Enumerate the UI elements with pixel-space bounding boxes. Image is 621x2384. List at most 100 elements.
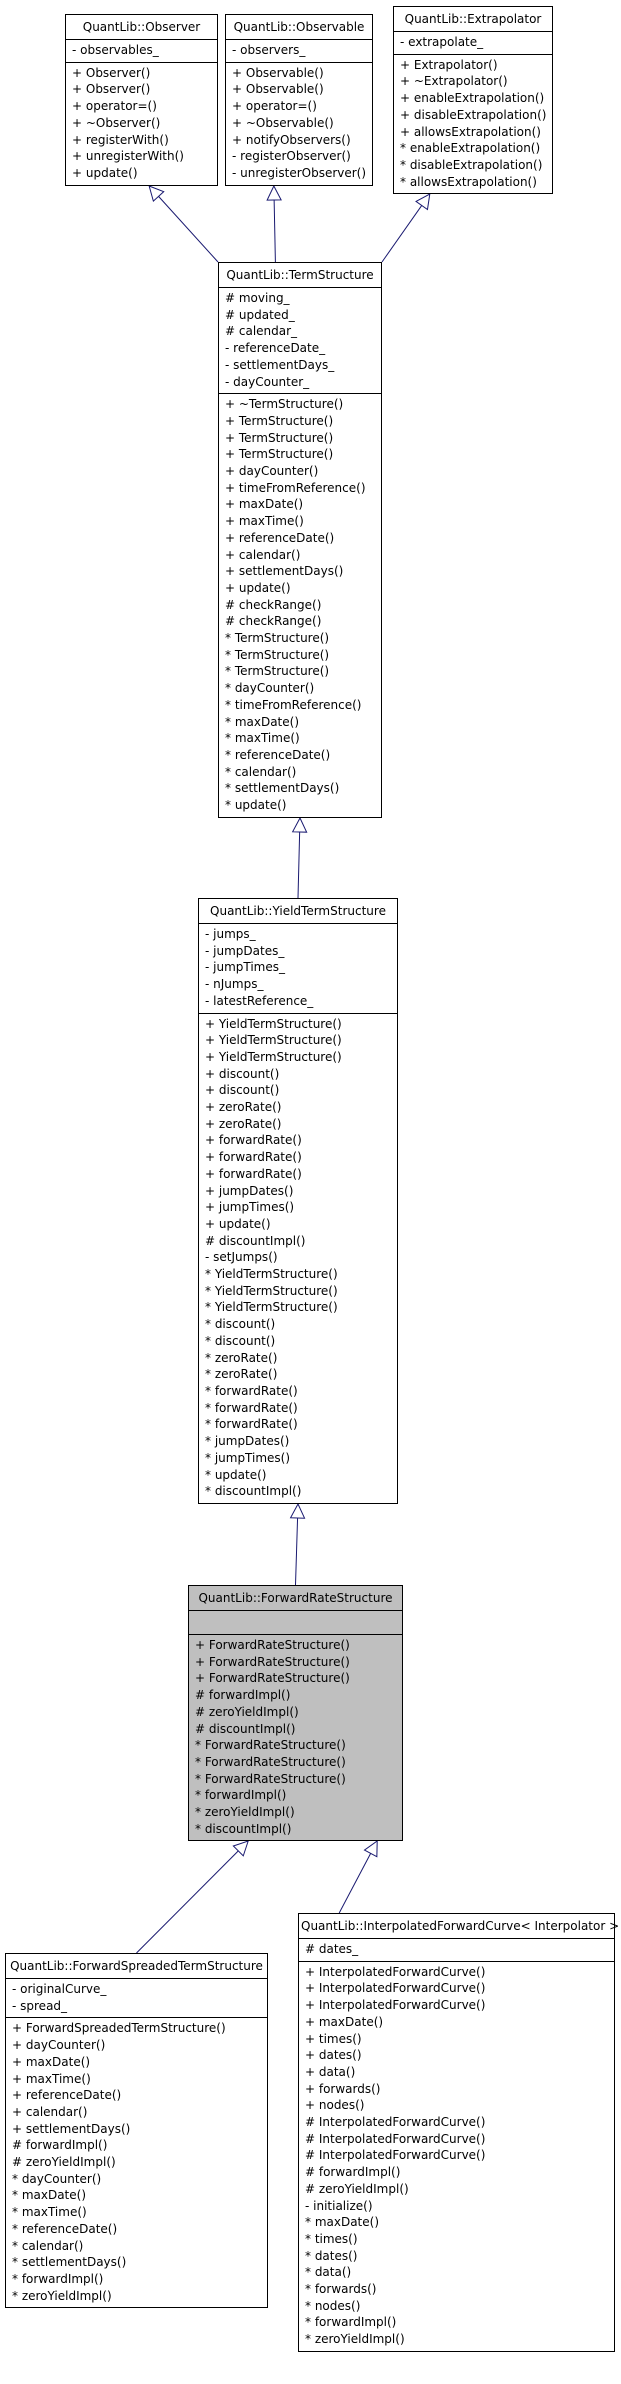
method-item[interactable]: * dayCounter()	[12, 2171, 102, 2186]
method-item[interactable]: * TermStructure()	[225, 631, 330, 646]
method-item[interactable]: * update()	[225, 798, 287, 813]
method-item[interactable]: + YieldTermStructure()	[205, 1033, 342, 1048]
attribute-item[interactable]: # dates_	[305, 1942, 359, 1956]
class-name[interactable]: QuantLib::Observer	[82, 20, 201, 34]
method-item[interactable]: # InterpolatedForwardCurve()	[305, 2115, 486, 2130]
method-item[interactable]: + ForwardRateStructure()	[195, 1671, 350, 1686]
method-item[interactable]: * settlementDays()	[225, 781, 340, 796]
method-item[interactable]: + forwardRate()	[205, 1133, 302, 1148]
method-item[interactable]: + TermStructure()	[225, 413, 334, 428]
method-item[interactable]: + registerWith()	[72, 132, 169, 147]
method-item[interactable]: + calendar()	[12, 2104, 88, 2119]
method-item[interactable]: * forwardRate()	[205, 1400, 298, 1415]
method-item[interactable]: * maxDate()	[305, 2215, 380, 2230]
method-item[interactable]: * forwards()	[305, 2282, 377, 2297]
method-item[interactable]: + ForwardRateStructure()	[195, 1638, 350, 1652]
method-item[interactable]: # zeroYieldImpl()	[305, 2181, 409, 2196]
method-item[interactable]: + YieldTermStructure()	[205, 1049, 342, 1064]
method-item[interactable]: + operator=()	[72, 99, 157, 114]
method-item[interactable]: - unregisterObserver()	[232, 165, 367, 180]
method-item[interactable]: # discountImpl()	[195, 1721, 296, 1736]
class-forward-rate-structure[interactable]: QuantLib::ForwardRateStructure+ ForwardR…	[188, 1585, 403, 1842]
method-item[interactable]: * settlementDays()	[12, 2255, 127, 2270]
method-item[interactable]: * YieldTermStructure()	[205, 1300, 338, 1315]
attribute-item[interactable]: # calendar_	[225, 324, 298, 339]
method-item[interactable]: + dayCounter()	[225, 464, 319, 479]
method-item[interactable]: + dates()	[305, 2048, 362, 2063]
method-item[interactable]: + calendar()	[225, 547, 301, 562]
method-item[interactable]: * dayCounter()	[225, 681, 315, 696]
method-item[interactable]: + update()	[72, 165, 138, 180]
method-item[interactable]: + InterpolatedForwardCurve()	[305, 1981, 486, 1996]
method-item[interactable]: + Observer()	[72, 65, 151, 80]
method-item[interactable]: # forwardImpl()	[305, 2165, 401, 2180]
method-item[interactable]: + discount()	[205, 1066, 280, 1081]
method-item[interactable]: # checkRange()	[225, 614, 322, 629]
method-item[interactable]: + update()	[225, 580, 291, 595]
class-forward-spreaded-term-structure[interactable]: QuantLib::ForwardSpreadedTermStructure- …	[5, 1953, 268, 2309]
attribute-item[interactable]: - jumps_	[205, 927, 256, 941]
class-name[interactable]: QuantLib::TermStructure	[226, 268, 374, 282]
method-item[interactable]: * TermStructure()	[225, 664, 330, 679]
method-item[interactable]: * maxTime()	[12, 2205, 87, 2220]
method-item[interactable]: * discountImpl()	[195, 1821, 292, 1836]
method-item[interactable]: + maxDate()	[225, 497, 304, 512]
attribute-item[interactable]: - jumpDates_	[205, 943, 285, 958]
method-item[interactable]: - registerObserver()	[232, 149, 351, 164]
class-name[interactable]: QuantLib::YieldTermStructure	[210, 904, 386, 918]
class-name[interactable]: QuantLib::ForwardRateStructure	[198, 1591, 393, 1605]
method-item[interactable]: + discount()	[205, 1083, 280, 1098]
method-item[interactable]: * zeroYieldImpl()	[195, 1805, 295, 1820]
method-item[interactable]: * forwardRate()	[205, 1383, 298, 1398]
method-item[interactable]: * timeFromReference()	[225, 697, 362, 712]
method-item[interactable]: * jumpDates()	[205, 1434, 290, 1449]
method-item[interactable]: * disableExtrapolation()	[400, 157, 543, 172]
method-item[interactable]: + forwardRate()	[205, 1150, 302, 1165]
class-name[interactable]: QuantLib::InterpolatedForwardCurve< Inte…	[301, 1919, 620, 1933]
attribute-item[interactable]: - spread_	[12, 1998, 68, 2013]
method-item[interactable]: * dates()	[305, 2248, 358, 2263]
method-item[interactable]: + ~Extrapolator()	[400, 74, 508, 89]
class-term-structure[interactable]: QuantLib::TermStructure# moving_# update…	[218, 262, 382, 818]
attribute-item[interactable]: - referenceDate_	[225, 341, 326, 356]
attribute-item[interactable]: - jumpTimes_	[205, 960, 286, 975]
method-item[interactable]: # forwardImpl()	[12, 2138, 108, 2153]
method-item[interactable]: + update()	[205, 1216, 271, 1231]
method-item[interactable]: + unregisterWith()	[72, 149, 184, 164]
method-item[interactable]: * ForwardRateStructure()	[195, 1754, 346, 1769]
class-extrapolator[interactable]: QuantLib::Extrapolator- extrapolate_+ Ex…	[393, 6, 553, 195]
class-interpolated-forward-curve[interactable]: QuantLib::InterpolatedForwardCurve< Inte…	[298, 1913, 620, 2352]
method-item[interactable]: * discountImpl()	[205, 1484, 302, 1499]
method-item[interactable]: + InterpolatedForwardCurve()	[305, 1964, 486, 1979]
method-item[interactable]: + times()	[305, 2031, 362, 2046]
class-observer[interactable]: QuantLib::Observer- observables_+ Observ…	[65, 14, 218, 186]
method-item[interactable]: + forwardRate()	[205, 1166, 302, 1181]
attribute-item[interactable]: # moving_	[225, 291, 290, 305]
attribute-item[interactable]: - observables_	[72, 43, 159, 57]
method-item[interactable]: * forwardImpl()	[195, 1788, 287, 1803]
method-item[interactable]: * forwardImpl()	[305, 2315, 397, 2330]
method-item[interactable]: + data()	[305, 2064, 356, 2079]
method-item[interactable]: + dayCounter()	[12, 2038, 106, 2053]
method-item[interactable]: * YieldTermStructure()	[205, 1283, 338, 1298]
class-yield-term-structure[interactable]: QuantLib::YieldTermStructure- jumps_- ju…	[198, 898, 398, 1504]
method-item[interactable]: + YieldTermStructure()	[205, 1016, 342, 1031]
method-item[interactable]: + Observable()	[232, 82, 324, 97]
attribute-item[interactable]: - latestReference_	[205, 993, 314, 1008]
method-item[interactable]: + nodes()	[305, 2098, 365, 2113]
method-item[interactable]: + Observable()	[232, 65, 324, 80]
method-item[interactable]: + ~Observer()	[72, 115, 161, 130]
method-item[interactable]: + InterpolatedForwardCurve()	[305, 1998, 486, 2013]
class-name[interactable]: QuantLib::ForwardSpreadedTermStructure	[10, 1959, 263, 1973]
method-item[interactable]: + zeroRate()	[205, 1116, 282, 1131]
method-item[interactable]: + forwards()	[305, 2081, 381, 2096]
method-item[interactable]: * forwardRate()	[205, 1417, 298, 1432]
method-item[interactable]: * zeroRate()	[205, 1367, 278, 1382]
method-item[interactable]: + notifyObservers()	[232, 132, 351, 147]
method-item[interactable]: * maxDate()	[225, 714, 300, 729]
method-item[interactable]: * maxDate()	[12, 2188, 87, 2203]
method-item[interactable]: * allowsExtrapolation()	[400, 174, 537, 189]
method-item[interactable]: + allowsExtrapolation()	[400, 124, 541, 139]
method-item[interactable]: * times()	[305, 2231, 358, 2246]
method-item[interactable]: * discount()	[205, 1317, 276, 1332]
